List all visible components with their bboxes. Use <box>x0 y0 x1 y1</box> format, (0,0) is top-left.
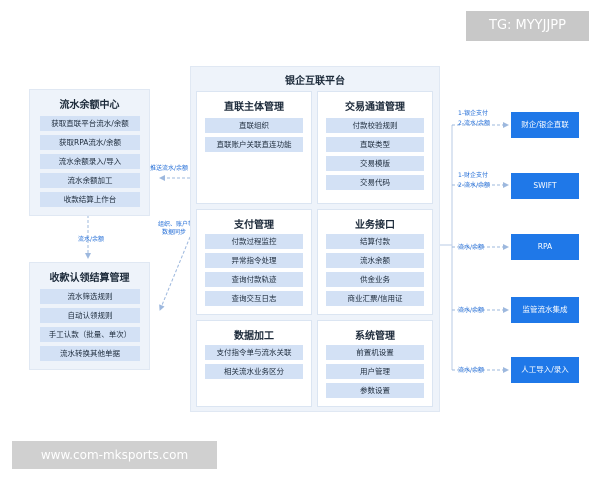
card-data-processing: 数据加工 支付指令单与流水关联 相关流水业务区分 <box>196 320 312 407</box>
card-item: 直联类型 <box>326 137 424 152</box>
ext-swift: SWIFT <box>511 173 579 199</box>
left-bottom-item: 流水筛选规则 <box>40 289 140 304</box>
card-business-interface: 业务接口 结算付款 流水余额 供金业务 商业汇票/信用证 <box>317 209 433 315</box>
left-top-title: 流水余额中心 <box>59 100 120 111</box>
ext-rpa: RPA <box>511 234 579 260</box>
card-item: 流水余额 <box>326 253 424 268</box>
ext-note: 流水/余额 <box>458 244 485 251</box>
card-item: 相关流水业务区分 <box>205 364 303 379</box>
card-title: 直联主体管理 <box>224 102 284 113</box>
card-title: 支付管理 <box>234 220 274 231</box>
card-item: 付款过程监控 <box>205 234 303 249</box>
ext-manual-import: 人工导入/录入 <box>511 357 579 383</box>
card-item: 商业汇票/信用证 <box>326 291 424 306</box>
card-direct-subject: 直联主体管理 直联组织 直联账户关联直连功能 <box>196 91 312 204</box>
card-item: 前置机设置 <box>326 345 424 360</box>
card-title: 业务接口 <box>355 220 395 231</box>
card-item: 直联组织 <box>205 118 303 133</box>
ext-note: 1-银企支付 <box>458 110 488 117</box>
card-item: 供金业务 <box>326 272 424 287</box>
push-label: 推送流水/余额 <box>150 165 189 172</box>
left-bottom-item: 自动认领规则 <box>40 308 140 323</box>
ext-note: 2-流水/余额 <box>458 182 491 189</box>
card-item: 查询交互日志 <box>205 291 303 306</box>
ext-note: 流水/余额 <box>458 367 485 374</box>
card-item: 异常指令处理 <box>205 253 303 268</box>
left-bottom-title: 收款认领结算管理 <box>49 273 130 284</box>
left-top-item: 收款结算上作台 <box>40 192 140 207</box>
card-item: 用户管理 <box>326 364 424 379</box>
ext-bank-direct: 财企/银企直联 <box>511 112 579 138</box>
card-title: 数据加工 <box>234 331 274 342</box>
card-trade-channel: 交易通道管理 付款校验规则 直联类型 交易模版 交易代码 <box>317 91 433 204</box>
card-title: 系统管理 <box>355 331 395 342</box>
left-top-item: 流水余额加工 <box>40 173 140 188</box>
left-top-panel: 流水余额中心 获取直联平台流水/余额 获取RPA流水/余额 流水余额录入/导入 … <box>29 89 150 216</box>
sync-label-line2: 数据同步 <box>162 229 187 236</box>
sync-label-line1: 组织、账户等 <box>158 221 195 228</box>
card-item: 直联账户关联直连功能 <box>205 137 303 152</box>
ext-supervision-flow: 监管流水集成 <box>511 297 579 323</box>
card-system-management: 系统管理 前置机设置 用户管理 参数设置 <box>317 320 433 407</box>
watermark-tg: TG: MYYJJPP <box>466 11 589 41</box>
left-arrow-label: 流水/余额 <box>78 236 105 243</box>
left-bottom-item: 流水转换其他单据 <box>40 346 140 361</box>
card-item: 结算付款 <box>326 234 424 249</box>
sync-arrow <box>159 236 191 311</box>
left-top-item: 获取RPA流水/余额 <box>40 135 140 150</box>
card-item: 交易模版 <box>326 156 424 171</box>
ext-note: 流水/余额 <box>458 307 485 314</box>
card-item: 交易代码 <box>326 175 424 190</box>
left-top-item: 获取直联平台流水/余额 <box>40 116 140 131</box>
card-item: 支付指令单与流水关联 <box>205 345 303 360</box>
card-title: 交易通道管理 <box>345 102 405 113</box>
card-item: 查询付款轨迹 <box>205 272 303 287</box>
card-item: 付款校验规则 <box>326 118 424 133</box>
watermark-url: www.com-mksports.com <box>12 441 217 469</box>
card-item: 参数设置 <box>326 383 424 398</box>
left-top-item: 流水余额录入/导入 <box>40 154 140 169</box>
ext-note: 1-财企支付 <box>458 172 488 179</box>
ext-note: 2-流水/余额 <box>458 120 491 127</box>
card-payment: 支付管理 付款过程监控 异常指令处理 查询付款轨迹 查询交互日志 <box>196 209 312 315</box>
platform-panel: 银企互联平台 直联主体管理 直联组织 直联账户关联直连功能 交易通道管理 付款校… <box>190 66 440 412</box>
platform-title: 银企互联平台 <box>285 76 345 87</box>
left-bottom-item: 手工认款（批量、单次） <box>40 327 140 342</box>
left-bottom-panel: 收款认领结算管理 流水筛选规则 自动认领规则 手工认款（批量、单次） 流水转换其… <box>29 262 150 370</box>
